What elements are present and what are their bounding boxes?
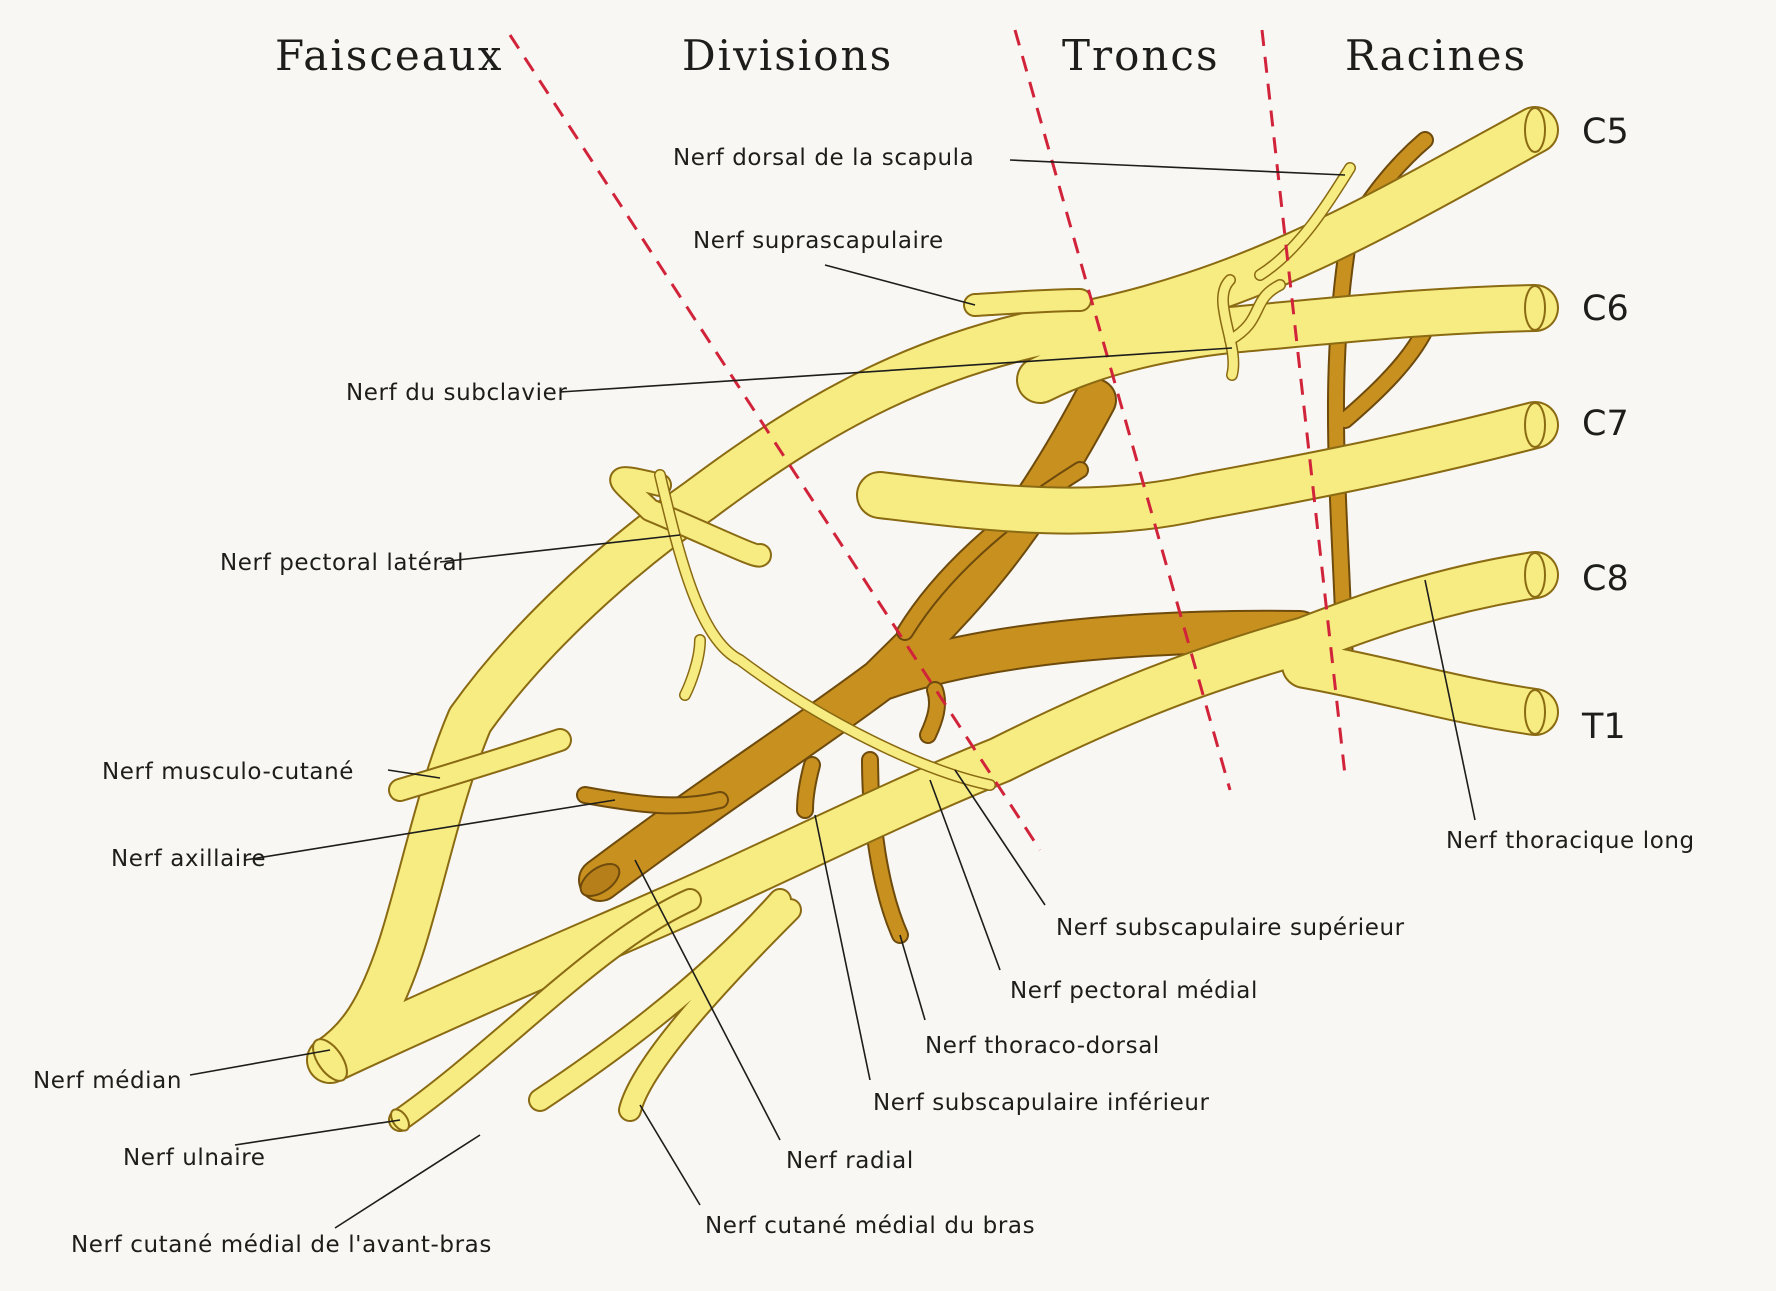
leader-subscap-inferieur — [814, 814, 871, 1081]
divider-faisceaux-divisions — [508, 34, 1042, 851]
leader-subclavier — [559, 347, 1233, 393]
region-headers: Faisceaux Divisions Troncs Racines — [275, 31, 1527, 80]
divider-divisions-troncs — [1013, 29, 1232, 791]
label-pectoral-medial: Nerf pectoral médial — [1010, 978, 1258, 1004]
label-dorsal-scapula: Nerf dorsal de la scapula — [673, 145, 974, 171]
root-c7-end — [1524, 402, 1546, 448]
leader-pectoral-medial — [929, 779, 1001, 971]
label-pectoral-lateral: Nerf pectoral latéral — [220, 550, 464, 576]
header-faisceaux: Faisceaux — [275, 31, 503, 80]
label-radial: Nerf radial — [786, 1148, 914, 1174]
secondary-nerves — [390, 290, 1090, 1130]
median-nerve-end — [312, 1038, 348, 1082]
root-label-c8: C8 — [1582, 559, 1629, 599]
root-label-t1: T1 — [1581, 707, 1626, 747]
label-cutane-bras: Nerf cutané médial du bras — [705, 1213, 1035, 1239]
label-suprascapulaire: Nerf suprascapulaire — [693, 228, 944, 254]
leader-radial — [634, 859, 781, 1141]
leader-musculo-cutane — [387, 769, 441, 779]
label-ulnaire: Nerf ulnaire — [123, 1145, 266, 1171]
label-subscap-inferieur: Nerf subscapulaire inférieur — [873, 1090, 1210, 1116]
yellow-nerves-group — [306, 106, 1559, 1132]
label-median: Nerf médian — [33, 1068, 182, 1094]
region-dividers — [508, 29, 1347, 851]
label-thoracique-long: Nerf thoracique long — [1446, 828, 1695, 854]
root-c5-end — [1524, 107, 1546, 153]
radial-nerve-end — [579, 863, 621, 897]
label-cutane-avant-bras: Nerf cutané médial de l'avant-bras — [71, 1232, 492, 1258]
root-label-c5: C5 — [1582, 112, 1629, 152]
pectoral-loop — [655, 163, 1355, 790]
label-subclavier: Nerf du subclavier — [346, 380, 567, 406]
root-c6-end — [1524, 285, 1546, 331]
root-labels: C5 C6 C7 C8 T1 — [1581, 112, 1629, 747]
leader-median — [189, 1049, 331, 1076]
leader-subscap-superieur — [954, 769, 1046, 906]
header-divisions: Divisions — [682, 31, 893, 80]
leader-pectoral-lateral — [439, 534, 681, 563]
leader-thoraco-dorsal — [899, 934, 926, 1021]
label-axillaire: Nerf axillaire — [111, 846, 266, 872]
leader-axillaire — [244, 799, 616, 861]
leader-dorsal-scapula — [1009, 159, 1346, 176]
label-subscap-superieur: Nerf subscapulaire supérieur — [1056, 915, 1405, 941]
posterior-branches — [578, 133, 1432, 942]
leader-suprascapulaire — [824, 264, 976, 306]
header-racines: Racines — [1345, 31, 1527, 80]
header-troncs: Troncs — [1062, 31, 1220, 80]
divider-troncs-racines — [1260, 29, 1347, 776]
root-label-c7: C7 — [1582, 404, 1629, 444]
root-c8-end — [1524, 552, 1546, 598]
root-t1-end — [1524, 689, 1546, 735]
label-thoraco-dorsal: Nerf thoraco-dorsal — [925, 1033, 1160, 1059]
leader-ulnaire — [234, 1119, 401, 1146]
leader-cutane-bras — [639, 1104, 701, 1206]
leader-lines — [189, 159, 1476, 1229]
root-label-c6: C6 — [1582, 289, 1629, 329]
nerve-labels: Nerf dorsal de la scapula Nerf suprascap… — [33, 145, 1695, 1258]
leader-thoracique-long — [1424, 579, 1476, 821]
leader-cutane-avant-bras — [334, 1134, 481, 1229]
label-musculo-cutane: Nerf musculo-cutané — [102, 759, 354, 785]
